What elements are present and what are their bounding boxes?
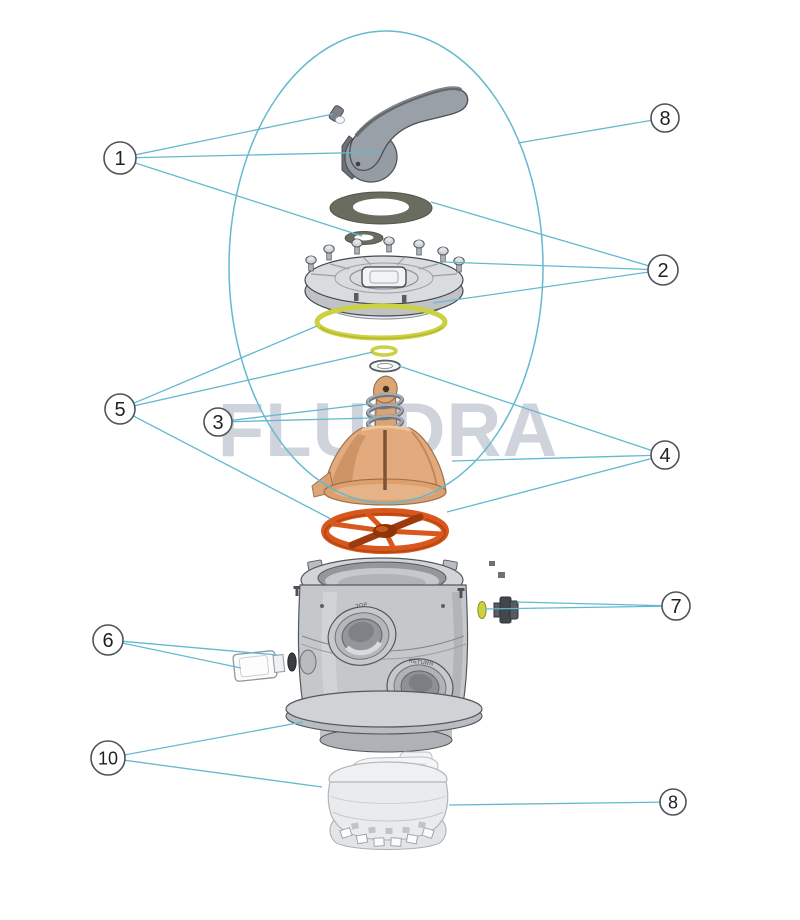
callout-5-label: 5 (114, 399, 125, 421)
callout-1: 1 (103, 141, 137, 175)
handle (341, 86, 469, 183)
callout-10-label: 10 (98, 749, 118, 769)
diffuser-slots (339, 827, 435, 847)
callout-7: 7 (661, 591, 691, 621)
assembly-group-ellipse (228, 30, 544, 504)
callout-8-top: 8 (650, 103, 680, 133)
handle-top-shade (354, 86, 463, 138)
callout-7-label: 7 (670, 596, 681, 618)
oring-shadow (319, 326, 444, 340)
callout-3-label: 3 (212, 412, 223, 434)
leader-lines (107, 30, 677, 806)
leader-lines-3 (217, 403, 373, 423)
washer-large (329, 191, 433, 225)
callout-6: 6 (92, 624, 124, 656)
port-return-label: RETURN (408, 658, 433, 667)
bottom-diffuser (327, 751, 449, 850)
flange-upper (285, 690, 483, 728)
leader-lines-7 (484, 601, 677, 610)
oring-small (370, 345, 398, 357)
callout-6-label: 6 (102, 630, 113, 652)
gasket-white (369, 359, 401, 373)
leader-lines-8-top (517, 117, 666, 144)
callout-4-label: 4 (659, 445, 670, 467)
leader-lines-8-bottom (448, 801, 674, 806)
leader-lines-2 (430, 201, 664, 304)
callout-3: 3 (203, 407, 233, 437)
stem-hole (382, 385, 390, 393)
port-top-label: TOP (355, 602, 368, 610)
lid-center-opening (361, 266, 407, 288)
callout-10: 10 (90, 740, 126, 776)
leader-lines-10 (107, 721, 323, 788)
rim-screws (293, 561, 505, 598)
drain-plug (477, 596, 519, 624)
washer-small (344, 231, 384, 245)
leader-lines-1 (119, 113, 382, 237)
callout-4: 4 (650, 440, 680, 470)
callout-2: 2 (647, 254, 679, 286)
left-stub (299, 649, 317, 675)
leader-lines-5 (119, 325, 374, 520)
lid-radial-ticks (310, 257, 458, 277)
port-top (327, 606, 397, 666)
handle-pin (328, 105, 345, 124)
spider-gasket (321, 508, 449, 554)
leader-lines-6 (107, 639, 278, 669)
callout-2-label: 2 (657, 260, 668, 282)
callout-8-bottom: 8 (659, 788, 687, 816)
callout-8-top-label: 8 (659, 108, 670, 130)
callout-8-bottom-label: 8 (668, 793, 678, 813)
callout-1-label: 1 (114, 148, 125, 170)
drain-plug-oring (477, 601, 487, 619)
valve-body: TOP RETURN (285, 557, 505, 753)
lid-bolts (305, 236, 465, 303)
leader-lines-4 (398, 365, 666, 513)
diffuser-inner-slots (350, 821, 427, 834)
sight-glass-oring (287, 652, 297, 672)
callout-5: 5 (104, 393, 136, 425)
